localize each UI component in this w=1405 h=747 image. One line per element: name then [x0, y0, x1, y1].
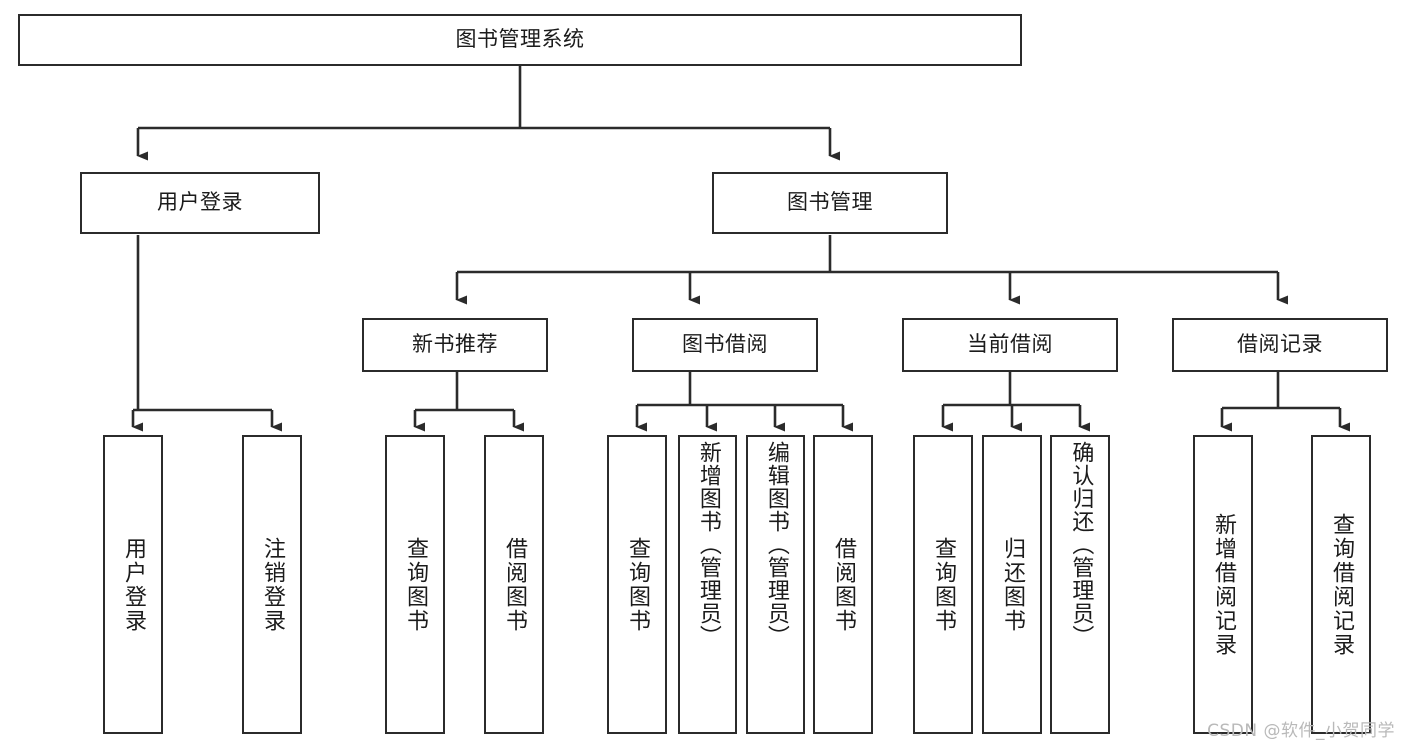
node-borrow-record[interactable]: 借阅记录: [1172, 318, 1388, 372]
node-label: 用户登录: [120, 536, 146, 633]
node-new-book-recommend[interactable]: 新书推荐: [362, 318, 548, 372]
node-leaf-return-books[interactable]: 归还图书: [982, 435, 1042, 734]
node-leaf-user-login[interactable]: 用户登录: [103, 435, 163, 734]
node-label: 归还图书: [999, 536, 1025, 633]
node-leaf-confirm-return-admin[interactable]: 确认归还（管理员）: [1050, 435, 1110, 734]
node-label: 查询图书: [930, 536, 956, 633]
node-book-borrow[interactable]: 图书借阅: [632, 318, 818, 372]
node-leaf-query-borrow-record[interactable]: 查询借阅记录: [1311, 435, 1371, 734]
node-label: 用户登录: [157, 190, 243, 215]
node-label: 注销登录: [259, 536, 285, 633]
node-label: 查询图书: [402, 536, 428, 633]
node-book-management[interactable]: 图书管理: [712, 172, 948, 234]
node-leaf-add-borrow-record[interactable]: 新增借阅记录: [1193, 435, 1253, 734]
watermark-text: CSDN @软件_小贺同学: [1207, 721, 1395, 741]
node-label: 编辑图书（管理员）: [763, 441, 789, 648]
node-label: 新书推荐: [412, 332, 498, 357]
node-current-borrow[interactable]: 当前借阅: [902, 318, 1118, 372]
node-leaf-logout[interactable]: 注销登录: [242, 435, 302, 734]
node-label: 新增图书（管理员）: [695, 441, 721, 648]
node-label: 当前借阅: [967, 332, 1053, 357]
node-label: 图书管理: [787, 190, 873, 215]
node-label: 借阅图书: [501, 536, 527, 633]
node-label: 查询图书: [624, 536, 650, 633]
node-leaf-query-books-recommend[interactable]: 查询图书: [385, 435, 445, 734]
node-leaf-add-book-admin[interactable]: 新增图书（管理员）: [678, 435, 737, 734]
node-label: 借阅记录: [1237, 332, 1323, 357]
node-leaf-borrow-books[interactable]: 借阅图书: [813, 435, 873, 734]
node-label: 图书借阅: [682, 332, 768, 357]
node-label: 借阅图书: [830, 536, 856, 633]
node-label: 查询借阅记录: [1328, 512, 1354, 657]
node-leaf-borrow-books-recommend[interactable]: 借阅图书: [484, 435, 544, 734]
node-label: 确认归还（管理员）: [1068, 441, 1094, 648]
node-leaf-query-books-current[interactable]: 查询图书: [913, 435, 973, 734]
node-user-login[interactable]: 用户登录: [80, 172, 320, 234]
node-label: 新增借阅记录: [1210, 512, 1236, 657]
node-root-book-management-system[interactable]: 图书管理系统: [18, 14, 1022, 66]
node-label: 图书管理系统: [455, 27, 585, 52]
node-leaf-query-books-borrow[interactable]: 查询图书: [607, 435, 667, 734]
node-leaf-edit-book-admin[interactable]: 编辑图书（管理员）: [746, 435, 805, 734]
